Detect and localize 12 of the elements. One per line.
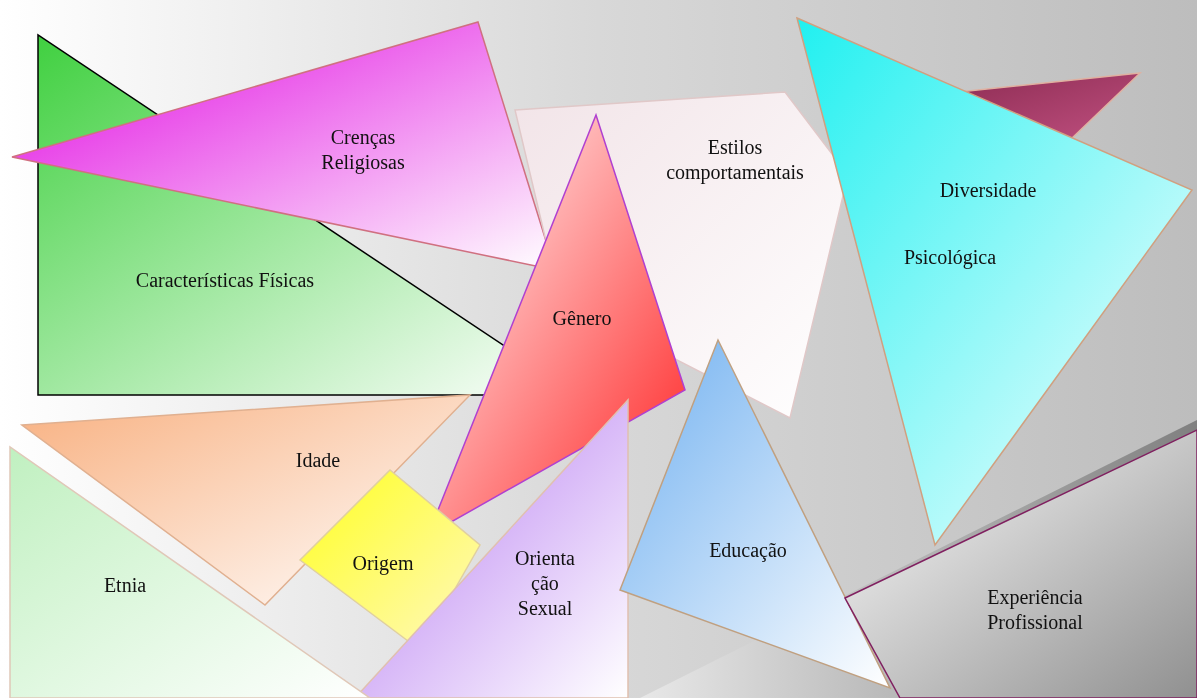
shape-label: Psicológica — [902, 244, 998, 270]
shape-label: Educação — [708, 537, 788, 563]
shape-label: Orienta ção Sexual — [514, 545, 576, 621]
shape-label: Idade — [294, 447, 342, 473]
shape-label: Características Físicas — [135, 267, 315, 293]
shape-label: Etnia — [102, 572, 148, 598]
shape-label: Diversidade — [938, 177, 1038, 203]
shape-label: Estilos comportamentais — [665, 135, 805, 185]
shape-label: Experiência Profissional — [986, 585, 1084, 635]
shape-label: Gênero — [551, 305, 613, 331]
shape-label: Crenças Religiosas — [320, 125, 406, 175]
shape-label: Origem — [351, 550, 415, 576]
